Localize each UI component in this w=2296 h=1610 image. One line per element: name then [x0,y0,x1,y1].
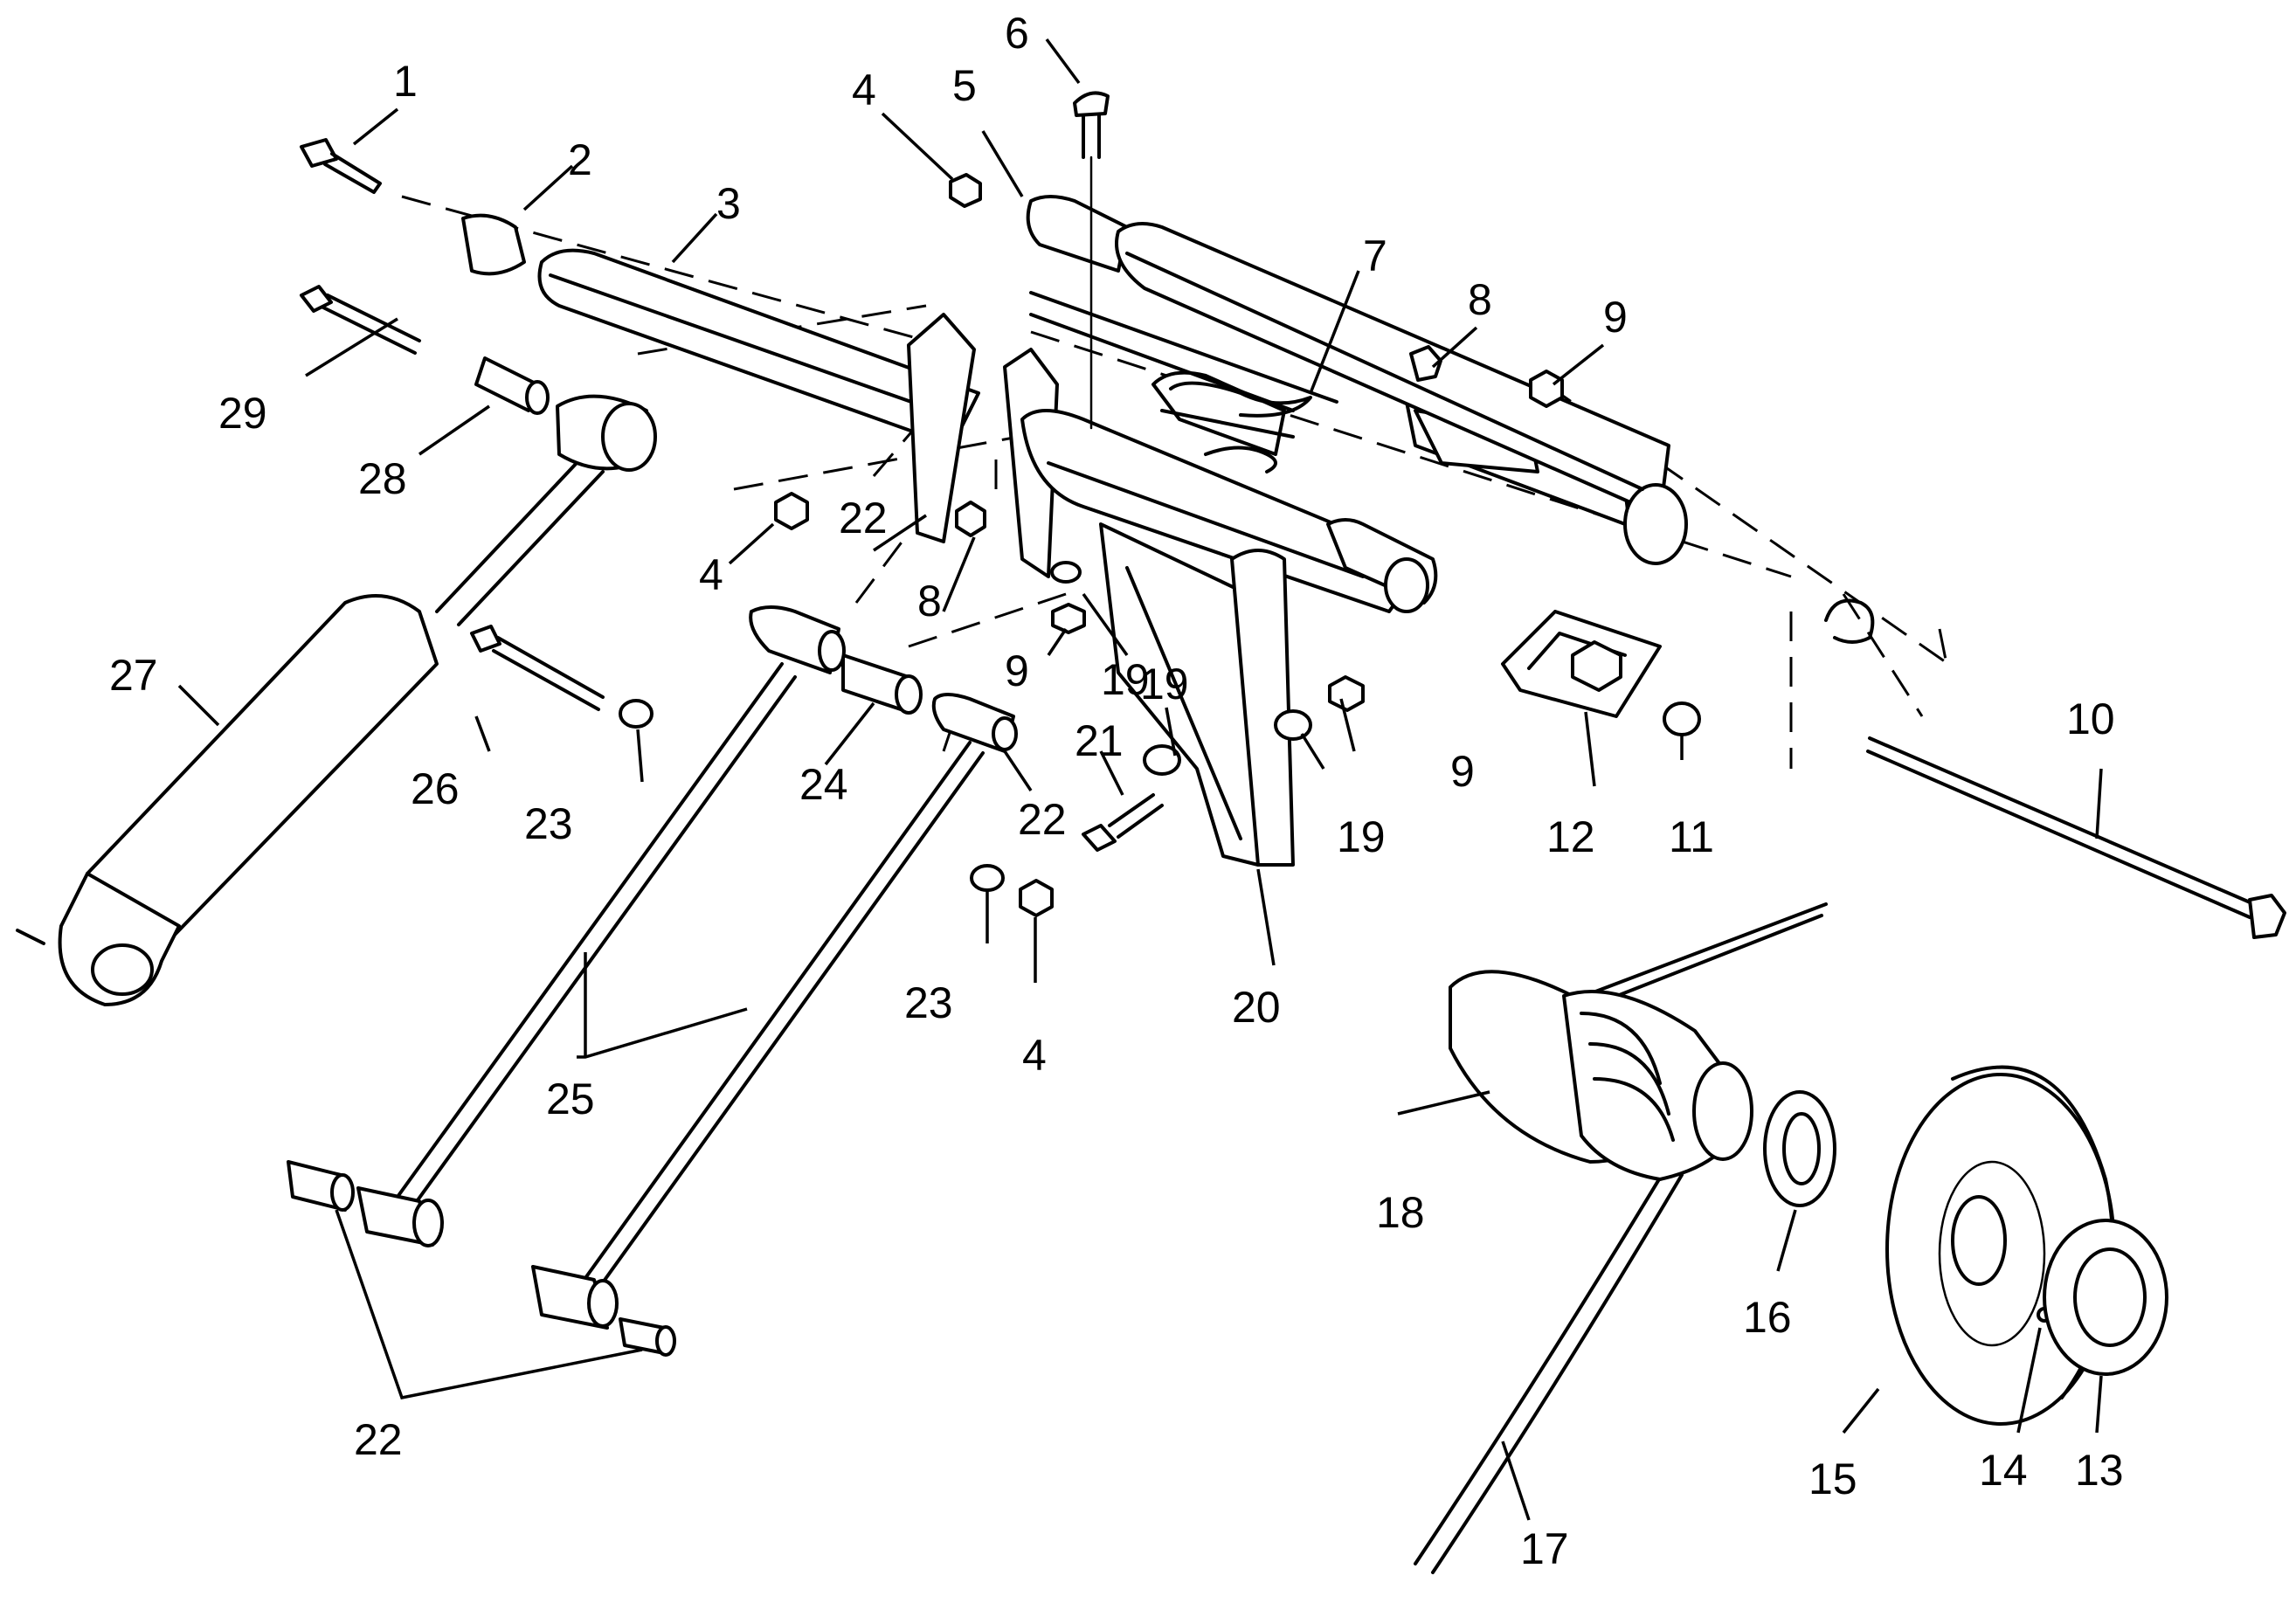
callout-1: 1 [393,57,418,106]
washer-19-center [1050,561,1082,584]
swing-arm-frame [907,291,1686,867]
callout-23-left: 23 [524,799,573,848]
callout-15: 15 [1808,1455,1857,1503]
nut-4-left [774,492,809,530]
leader-lines [177,38,2103,1521]
callout-9-top: 9 [1603,293,1628,342]
carriage-bolt-6 [1073,91,1110,430]
callout-25: 25 [546,1074,595,1123]
washer-23-lower [970,864,1005,892]
cross-tube-3 [461,213,980,447]
callout-3: 3 [716,179,741,228]
callout-19-center: 19 [1101,655,1150,704]
callout-12: 12 [1546,812,1595,861]
callout-2: 2 [568,135,592,184]
nut-8-top [1409,345,1442,382]
bolt-29 [300,285,421,355]
callout-6: 6 [1005,9,1029,58]
callout-20: 20 [1232,983,1281,1032]
rear-cross-tube-5 [1026,195,1688,565]
link-25-right [579,693,1018,1296]
bolt-21 [1082,793,1164,852]
callout-19-right: 19 [1337,812,1386,861]
spring-clip-7 [1169,381,1312,473]
nut-9-top [1529,370,1564,408]
callout-13: 13 [2075,1446,2124,1495]
callout-9-right: 9 [1450,747,1475,796]
callout-5: 5 [952,61,977,110]
callout-19-left: 19 [1140,660,1189,708]
bolt-1 [300,138,382,194]
callout-4-top: 4 [852,66,876,114]
callout-22-lower: 22 [354,1415,403,1464]
hub-cap-13 [2043,1219,2168,1376]
bushing-22-lower-left [287,1160,444,1247]
callout-16: 16 [1743,1293,1792,1342]
callout-10: 10 [2066,694,2115,743]
washer-16 [1763,1090,1836,1207]
shock-absorber-27 [16,394,657,1006]
nut-8-left [955,501,986,537]
callout-7: 7 [1363,231,1387,280]
spring-17 [1414,902,1828,1574]
callout-11: 11 [1669,812,1714,861]
spacer-24 [841,653,923,715]
rod-10 [1866,736,2286,939]
nut-9-right [1328,675,1365,712]
callout-9-center: 9 [1005,646,1029,695]
callout-23-lower: 23 [904,978,953,1027]
callout-labels: 1 2 3 4 5 6 7 8 9 29 28 4 22 8 9 19 19 2… [109,9,2124,1573]
washer-19-left [1143,744,1181,776]
callout-24: 24 [799,760,848,809]
nut-4-top [949,173,982,208]
callout-22-upper: 22 [839,494,888,542]
washer-23-left [619,699,654,729]
callout-27: 27 [109,651,158,700]
nut-4-lower [1019,879,1054,917]
spring-housing-18 [1449,970,1753,1181]
callout-8-left: 8 [917,577,942,625]
washer-11 [1663,701,1701,736]
washer-19-right [1274,709,1312,741]
callout-29: 29 [218,389,267,438]
nut-9-center [1051,603,1086,634]
callout-28: 28 [358,454,407,503]
bushing-22-lower-right [531,1265,676,1357]
link-25-left [396,605,846,1212]
bushing-28 [474,356,550,415]
callout-22-mid: 22 [1018,795,1067,844]
bracket-12 [1501,610,1662,718]
clip-bracket [1824,598,1875,644]
bolt-26 [470,625,605,711]
callout-26: 26 [411,764,460,813]
callout-18: 18 [1376,1188,1425,1237]
callout-21: 21 [1075,716,1124,765]
callout-17: 17 [1520,1524,1569,1573]
callout-8-top: 8 [1468,275,1492,324]
callout-14: 14 [1979,1446,2028,1495]
callout-4-left: 4 [699,550,723,599]
callout-4-lower: 4 [1022,1031,1047,1080]
